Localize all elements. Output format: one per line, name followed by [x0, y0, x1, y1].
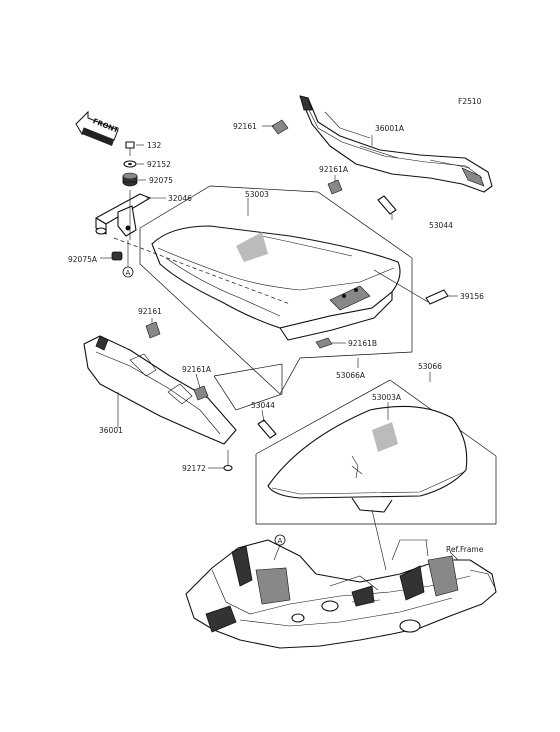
- grommet-92075-icon: [122, 172, 138, 187]
- ref-mark-a-left: A: [122, 266, 134, 278]
- label-53044-mid: 53044: [251, 401, 275, 410]
- label-92152: 92152: [147, 160, 171, 169]
- pillion-seat-53003A: [267, 405, 468, 513]
- label-92075: 92075: [149, 176, 173, 185]
- main-seat-53003: [151, 225, 401, 341]
- label-53003A: 53003A: [372, 393, 402, 402]
- figure-code: F2510: [458, 97, 482, 106]
- label-92161B: 92161B: [348, 339, 377, 348]
- front-arrow-icon: FRONT: [75, 110, 120, 146]
- label-92172: 92172: [182, 464, 206, 473]
- bolt-92172-icon: [223, 450, 233, 472]
- washer-92152-icon: [123, 160, 137, 168]
- label-53044-top: 53044: [429, 221, 453, 230]
- clip-92161B-icon: [315, 337, 333, 349]
- label-ref-frame: Ref.Frame: [446, 545, 484, 554]
- label-53066: 53066: [418, 362, 442, 371]
- clip-92161A-top-icon: [327, 179, 343, 195]
- damper-53044-mid-icon: [257, 419, 277, 439]
- label-92075A: 92075A: [68, 255, 98, 264]
- label-92161A-top: 92161A: [319, 165, 349, 174]
- cover-connector-lines: [213, 363, 283, 411]
- label-53003: 53003: [245, 190, 269, 199]
- ref-mark-a-frame-text: A: [278, 537, 283, 545]
- label-92161A-left: 92161A: [182, 365, 212, 374]
- pin-39156-icon: [425, 289, 449, 305]
- grab-rail-36001A: [299, 95, 493, 193]
- assembly-frame-53066A: [139, 185, 413, 395]
- assembly-frame-53066: [255, 379, 497, 525]
- grommet-92075A-icon: [111, 251, 123, 261]
- label-92161-top: 92161: [233, 122, 257, 131]
- clip-92161A-left-icon: [193, 385, 209, 401]
- label-92161-left: 92161: [138, 307, 162, 316]
- label-32046: 32046: [168, 194, 192, 203]
- bracket-32046-icon: [95, 190, 151, 240]
- side-cover-36001: [83, 335, 237, 445]
- label-39156: 39156: [460, 292, 484, 301]
- damper-53044-top-icon: [377, 195, 397, 215]
- label-132: 132: [147, 141, 162, 150]
- clip-92161-top-icon: [271, 119, 289, 135]
- ref-mark-a-frame: A: [274, 534, 286, 546]
- label-53066A: 53066A: [336, 371, 366, 380]
- ref-mark-a-left-text: A: [126, 269, 131, 277]
- label-36001: 36001: [99, 426, 123, 435]
- rear-frame: [185, 539, 497, 649]
- clip-92161-left-icon: [145, 321, 161, 339]
- label-36001A: 36001A: [375, 124, 405, 133]
- bolt-132-icon: [125, 141, 135, 156]
